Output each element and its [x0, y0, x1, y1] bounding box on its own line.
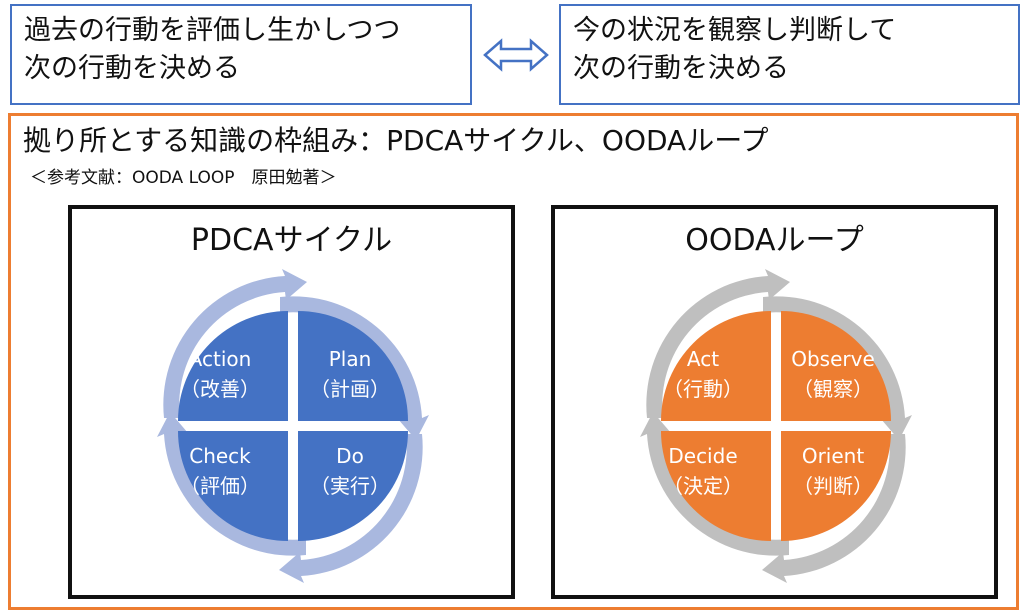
ooda-quadrant-observe — [781, 311, 891, 421]
ooda-decide-jp: （決定） — [663, 474, 743, 498]
pdca-arrow-bottom-right — [279, 434, 423, 583]
reference-note: ＜参考文献：OODA LOOP 原田勉著＞ — [30, 168, 337, 188]
ooda-observe-name: Observe — [791, 347, 875, 371]
pdca-action-jp: （改善） — [180, 377, 260, 401]
pdca-plan-jp: （計画） — [310, 377, 390, 401]
framework-title: 拠り所とする知識の枠組み：PDCAサイクル、OODAループ — [23, 124, 769, 157]
pdca-cycle-diagram — [157, 269, 429, 583]
ooda-arrow-top-left — [646, 269, 790, 418]
pdca-check-jp: （評価） — [180, 474, 260, 498]
pdca-panel: PDCAサイクル Action （改善） Plan （計画） Check （評価… — [68, 205, 515, 599]
ooda-arrow-bottom-right — [762, 434, 906, 583]
pdca-quadrants — [178, 311, 408, 541]
pdca-quadrant-check — [178, 431, 288, 541]
ooda-orient-jp: （判断） — [793, 474, 873, 498]
ooda-quadrants — [661, 311, 891, 541]
ooda-act-jp: （行動） — [663, 377, 743, 401]
pdca-arrow-top-right — [280, 296, 429, 440]
ooda-arrow-top-right — [763, 296, 912, 440]
past-action-line1: 過去の行動を評価し生かしつつ — [24, 15, 401, 46]
ooda-arrow-bottom-left — [640, 412, 789, 556]
past-action-box: 過去の行動を評価し生かしつつ 次の行動を決める — [10, 4, 472, 105]
pdca-do-jp: （実行） — [310, 474, 390, 498]
ooda-decide-name: Decide — [668, 444, 738, 468]
pdca-check-label: Check （評価） — [151, 441, 289, 501]
double-arrow-icon — [483, 38, 549, 72]
ooda-ring-arrows — [640, 269, 912, 583]
past-action-text: 過去の行動を評価し生かしつつ 次の行動を決める — [24, 12, 400, 88]
ooda-panel: OODAループ Act （行動） Observe （観察） Decide （決定… — [551, 205, 998, 599]
pdca-check-name: Check — [189, 444, 251, 468]
pdca-action-name: Action — [188, 347, 252, 371]
pdca-quadrant-action — [178, 311, 288, 421]
current-situation-line2: 次の行動を決める — [573, 53, 789, 84]
ooda-orient-name: Orient — [801, 444, 865, 468]
ooda-quadrant-orient — [781, 431, 891, 541]
pdca-do-name: Do — [336, 444, 364, 468]
pdca-arrow-top-left — [163, 269, 307, 418]
ooda-quadrant-decide — [661, 431, 771, 541]
ooda-cycle-diagram — [640, 269, 912, 583]
current-situation-box: 今の状況を観察し判断して 次の行動を決める — [559, 4, 1020, 105]
pdca-action-label: Action （改善） — [151, 344, 289, 404]
ooda-decide-label: Decide （決定） — [634, 441, 772, 501]
pdca-plan-label: Plan （計画） — [281, 344, 419, 404]
ooda-quadrant-act — [661, 311, 771, 421]
pdca-ring-arrows — [157, 269, 429, 583]
ooda-observe-label: Observe （観察） — [764, 344, 902, 404]
ooda-act-label: Act （行動） — [634, 344, 772, 404]
past-action-line2: 次の行動を決める — [24, 53, 240, 84]
ooda-observe-jp: （観察） — [793, 377, 873, 401]
pdca-quadrant-plan — [298, 311, 408, 421]
pdca-quadrant-do — [298, 431, 408, 541]
pdca-plan-name: Plan — [328, 347, 372, 371]
pdca-arrow-bottom-left — [157, 412, 306, 556]
ooda-orient-label: Orient （判断） — [764, 441, 902, 501]
pdca-do-label: Do （実行） — [281, 441, 419, 501]
current-situation-line1: 今の状況を観察し判断して — [573, 15, 897, 46]
current-situation-text: 今の状況を観察し判断して 次の行動を決める — [573, 12, 896, 88]
framework-frame — [8, 113, 1019, 610]
ooda-title: OODAループ — [685, 223, 864, 258]
ooda-act-name: Act — [686, 347, 720, 371]
pdca-title: PDCAサイクル — [190, 223, 393, 258]
